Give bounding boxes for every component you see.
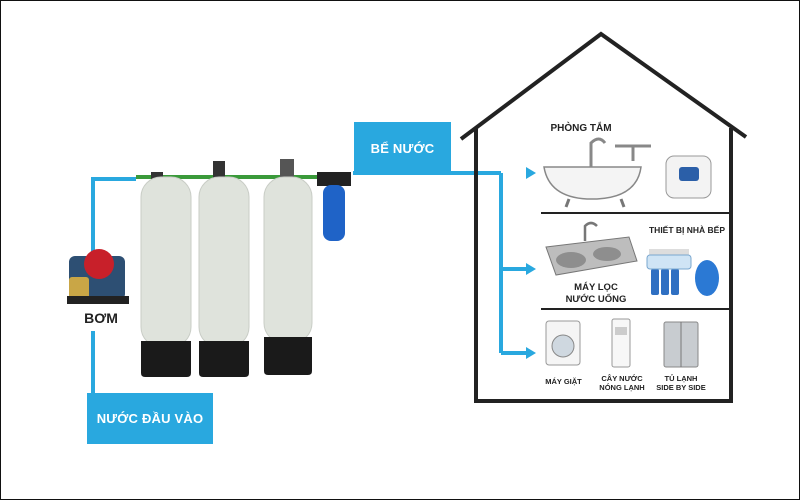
water-purifier-label: MÁY LỌC NƯỚC UỐNG: [561, 282, 631, 306]
water-cooler-icon: [611, 318, 631, 368]
water-tank-label: BỂ NƯỚC: [354, 122, 451, 174]
fridge-label-line1: TỦ LẠNH: [664, 374, 698, 383]
filter-tank-icon: [198, 161, 250, 377]
fridge-label-line2: SIDE BY SIDE: [656, 383, 706, 393]
house-outline: [459, 31, 748, 403]
fridge-label: TỦ LẠNH SIDE BY SIDE: [651, 374, 711, 393]
fridge-icon: [663, 321, 699, 368]
bathtub-icon: [543, 166, 642, 208]
kitchen-appliances-label: THIẾT BỊ NHÀ BẾP: [648, 225, 726, 235]
ro-purifier-icon: [646, 249, 719, 296]
arrow-appliances: [526, 347, 536, 359]
water-cooler-label: CÂY NƯỚC NÓNG LẠNH: [597, 374, 647, 393]
kitchen-sink-icon: [545, 221, 638, 276]
filter-tank-icon: [263, 159, 313, 375]
filter-tank-icon: [140, 172, 192, 377]
bathroom-label: PHÒNG TẮM: [550, 123, 612, 134]
pipe-arrows: [526, 167, 536, 359]
water-cooler-label-line1: CÂY NƯỚC: [601, 374, 643, 383]
water-purifier-label-line1: MÁY LỌC: [574, 282, 618, 293]
faucet-icon: [589, 137, 651, 167]
blue-filter-housing-icon: [317, 172, 351, 241]
arrow-bathroom: [526, 167, 536, 179]
pump-icon: [67, 249, 129, 304]
pump-label: BƠM: [84, 310, 118, 326]
arrow-kitchen: [526, 263, 536, 275]
water-purifier-label-line2: NƯỚC UỐNG: [565, 293, 627, 305]
washing-machine-icon: [545, 320, 581, 366]
water-heater-icon: [665, 155, 712, 199]
washing-machine-label: MÁY GIẶT: [545, 377, 582, 386]
water-cooler-label-line2: NÓNG LẠNH: [599, 383, 645, 393]
water-input-label: NƯỚC ĐẦU VÀO: [87, 393, 213, 444]
